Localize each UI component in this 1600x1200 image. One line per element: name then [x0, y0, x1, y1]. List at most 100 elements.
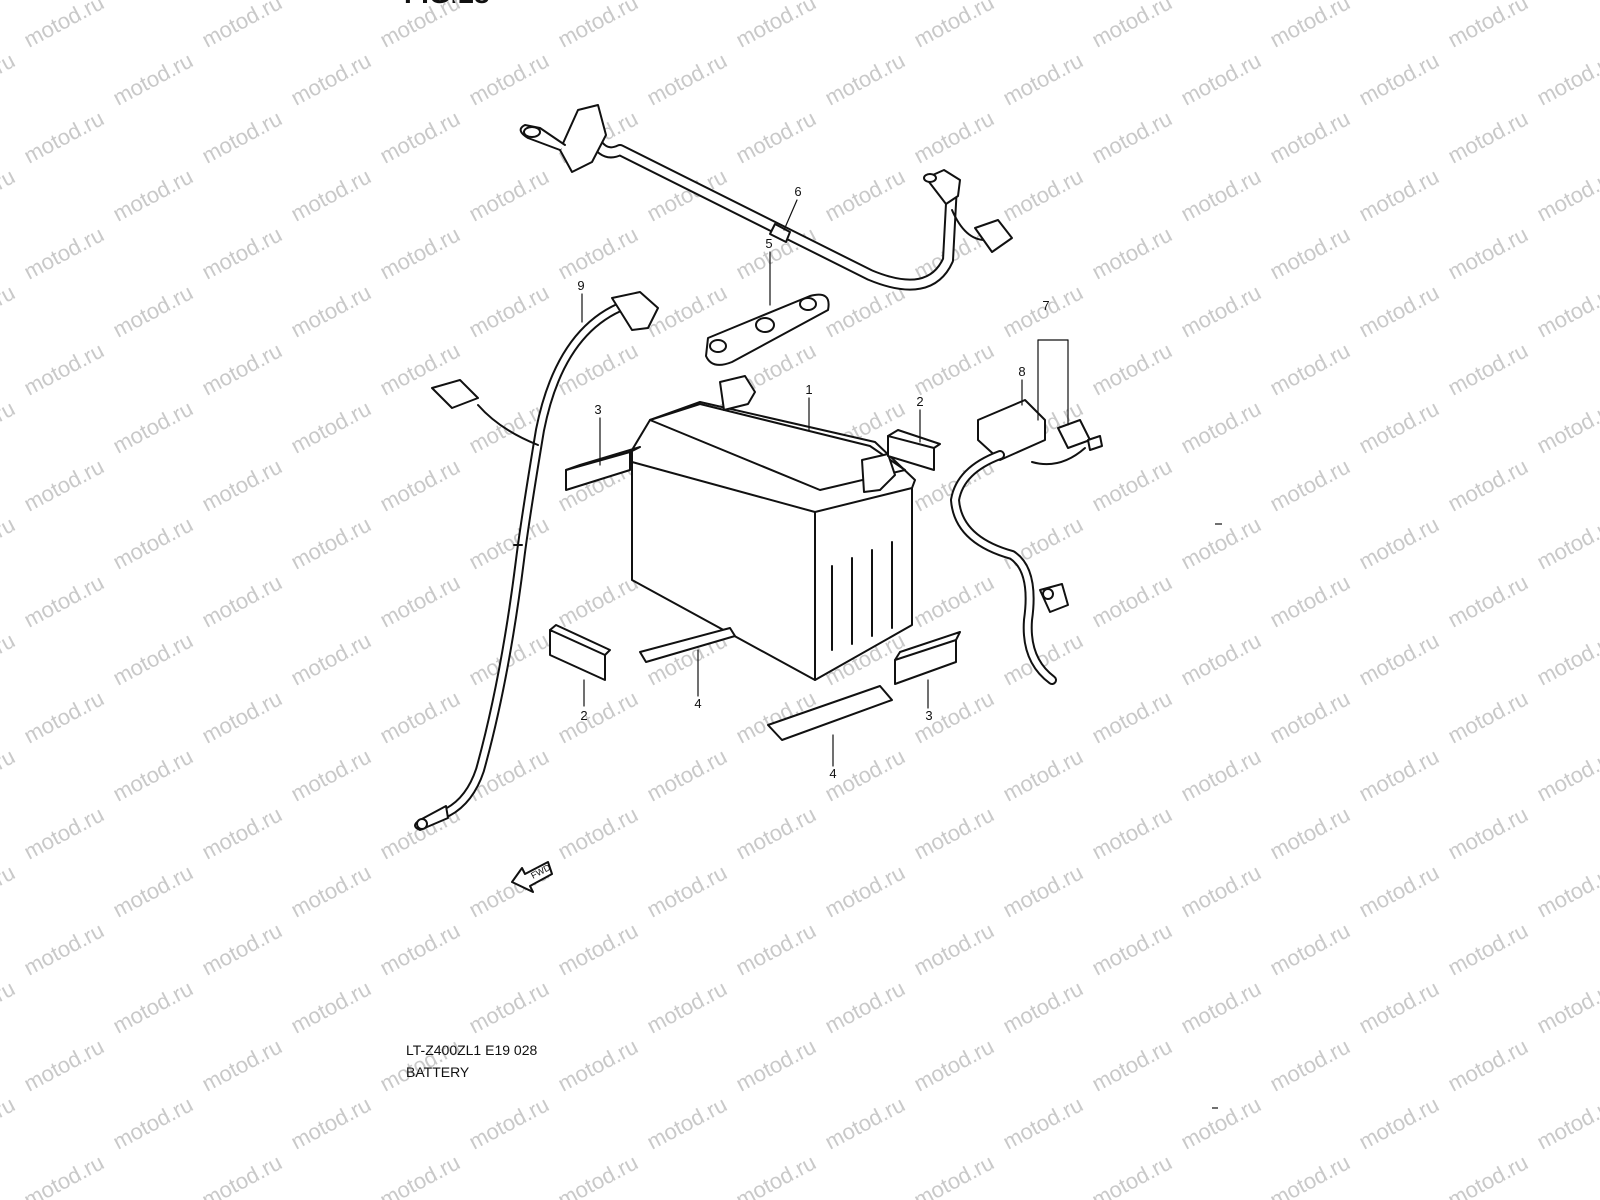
fwd-arrow-icon	[511, 861, 553, 893]
watermark-text: motod.ru	[287, 860, 375, 923]
watermark-text: motod.ru	[0, 280, 19, 343]
pad-3-bottom	[894, 631, 961, 685]
negative-cable	[414, 291, 659, 831]
watermark-text: motod.ru	[1088, 338, 1176, 401]
watermark-text: motod.ru	[0, 512, 19, 575]
watermark-text: motod.ru	[1177, 628, 1265, 691]
watermark-text: motod.ru	[287, 628, 375, 691]
watermark-text: motod.ru	[1444, 918, 1532, 981]
watermark-text: motod.ru	[0, 628, 19, 691]
watermark-text: motod.ru	[554, 802, 642, 865]
watermark-text: motod.ru	[910, 338, 998, 401]
watermark-text: motod.ru	[0, 396, 19, 459]
caption-section: BATTERY	[406, 1064, 470, 1080]
watermark-text: motod.ru	[999, 860, 1087, 923]
watermark-text: motod.ru	[821, 976, 909, 1039]
pad-4-left	[639, 627, 736, 663]
watermark-text: motod.ru	[1444, 686, 1532, 749]
watermark-text: motod.ru	[1355, 164, 1443, 227]
watermark-text: motod.ru	[109, 280, 197, 343]
watermark-text: motod.ru	[1177, 744, 1265, 807]
watermark-text: motod.ru	[1444, 106, 1532, 169]
watermark-text: motod.ru	[376, 106, 464, 169]
part-label-3-top: 3	[594, 402, 601, 417]
watermark-text: motod.ru	[1444, 570, 1532, 633]
watermark-text: motod.ru	[1266, 918, 1354, 981]
part-label-4-left: 4	[694, 696, 701, 711]
watermark-text: motod.ru	[1088, 802, 1176, 865]
watermark-text: motod.ru	[0, 744, 19, 807]
watermark-text: motod.ru	[1533, 744, 1600, 807]
watermark-text: motod.ru	[821, 860, 909, 923]
watermark-text: motod.ru	[376, 454, 464, 517]
watermark-text: motod.ru	[1533, 976, 1600, 1039]
watermark-text: motod.ru	[109, 628, 197, 691]
watermark-text: motod.ru	[1533, 164, 1600, 227]
pad-2-right	[887, 429, 941, 471]
part-label-1: 1	[805, 382, 812, 397]
watermark-text: motod.ru	[643, 48, 731, 111]
part-label-4-bottom: 4	[829, 766, 836, 781]
watermark-text: motod.ru	[0, 164, 19, 227]
watermark-text: motod.ru	[198, 570, 286, 633]
watermark-text: motod.ru	[643, 976, 731, 1039]
watermark-text: motod.ru	[20, 338, 108, 401]
battery	[631, 375, 916, 681]
watermark-text: motod.ru	[1088, 1150, 1176, 1200]
figure-label: FIG.28	[404, 0, 490, 10]
watermark-text: motod.ru	[465, 1092, 553, 1155]
part-label-9: 9	[577, 278, 584, 293]
watermark-text: motod.ru	[1266, 454, 1354, 517]
watermark-text: motod.ru	[198, 686, 286, 749]
watermark-text: motod.ru	[1533, 280, 1600, 343]
watermark-text: motod.ru	[0, 860, 19, 923]
watermark-text: motod.ru	[1444, 802, 1532, 865]
caption-model: LT-Z400ZL1 E19 028	[406, 1042, 538, 1058]
watermark-text: motod.ru	[1266, 802, 1354, 865]
watermark-text: motod.ru	[465, 48, 553, 111]
watermark-text: motod.ru	[1355, 48, 1443, 111]
watermark-text: motod.ru	[910, 802, 998, 865]
watermark-text: motod.ru	[554, 570, 642, 633]
watermark-text: motod.ru	[287, 280, 375, 343]
part-label-6: 6	[794, 184, 801, 199]
watermark-text: motod.ru	[643, 860, 731, 923]
watermark-text: motod.ru	[1444, 0, 1532, 52]
watermark-text: motod.ru	[1088, 106, 1176, 169]
watermark-text: motod.ru	[1266, 0, 1354, 52]
watermark-text: motod.ru	[1266, 338, 1354, 401]
watermark-text: motod.ru	[1177, 976, 1265, 1039]
watermark-text: motod.ru	[198, 106, 286, 169]
pad-2-bottom	[549, 624, 611, 681]
watermark-text: motod.ru	[999, 744, 1087, 807]
watermark-text: motod.ru	[1088, 686, 1176, 749]
watermark-text: motod.ru	[1177, 396, 1265, 459]
watermark-text: motod.ru	[1355, 512, 1443, 575]
watermark-text: motod.ru	[20, 802, 108, 865]
watermark-text: motod.ru	[20, 1034, 108, 1097]
watermark-text: motod.ru	[109, 1092, 197, 1155]
positive-cable	[519, 104, 1013, 291]
watermark-text: motod.ru	[821, 48, 909, 111]
watermark-text: motod.ru	[198, 0, 286, 52]
watermark-text: motod.ru	[109, 48, 197, 111]
watermark-text: motod.ru	[554, 918, 642, 981]
watermark-text: motod.ru	[821, 164, 909, 227]
watermark-text: motod.ru	[1444, 338, 1532, 401]
watermark-text: motod.ru	[999, 512, 1087, 575]
watermark-text: motod.ru	[554, 222, 642, 285]
watermark-text: motod.ru	[910, 570, 998, 633]
watermark-text: motod.ru	[1355, 628, 1443, 691]
watermark-text: motod.ru	[1444, 454, 1532, 517]
battery-holder-plate	[705, 293, 830, 366]
watermark-text: motod.ru	[910, 1150, 998, 1200]
watermark-text: motod.ru	[465, 976, 553, 1039]
watermark-text: motod.ru	[910, 0, 998, 52]
watermark-text: motod.ru	[1355, 1092, 1443, 1155]
watermark-text: motod.ru	[732, 106, 820, 169]
watermark-text: motod.ru	[1266, 106, 1354, 169]
watermark-text: motod.ru	[1355, 280, 1443, 343]
watermark-text: motod.ru	[1088, 1034, 1176, 1097]
watermark-text: motod.ru	[287, 396, 375, 459]
